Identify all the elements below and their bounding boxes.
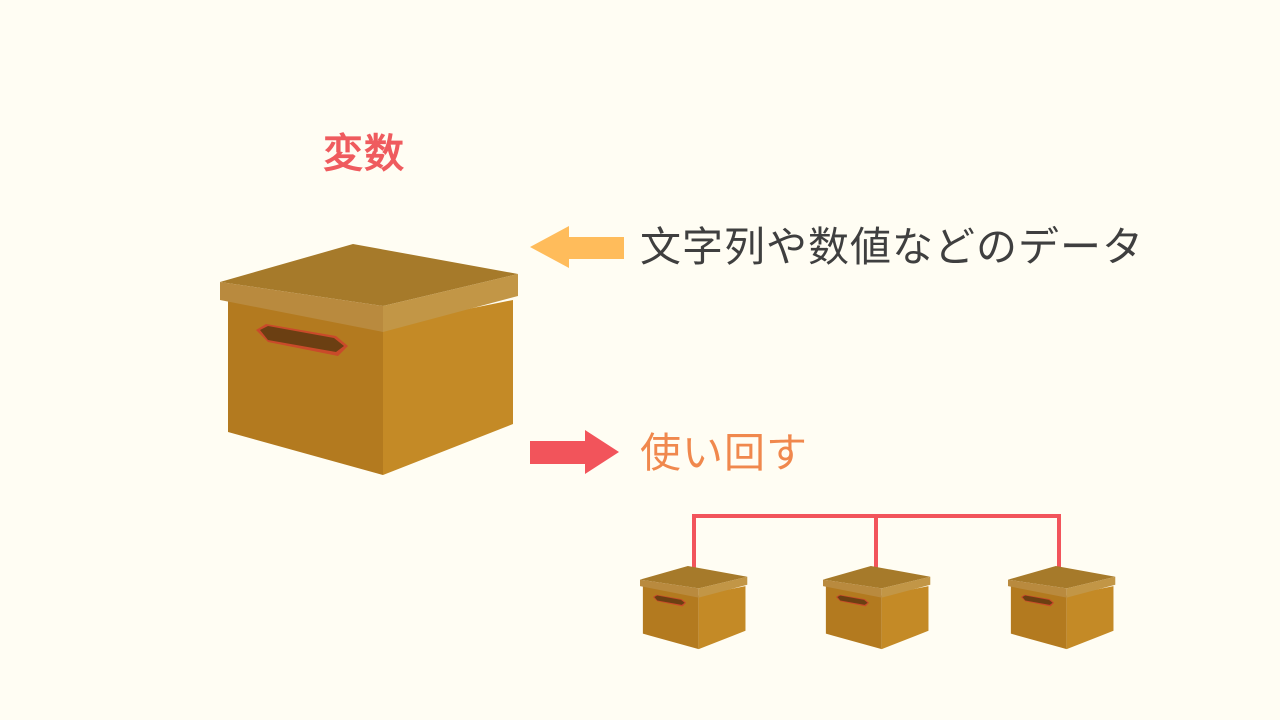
arrow-right-icon (530, 430, 619, 474)
arrow-left-icon (530, 226, 624, 268)
copy-box-1-icon (640, 566, 747, 649)
variable-title: 変数 (323, 134, 405, 174)
copy-box-3-icon (1008, 566, 1115, 649)
main-box-icon (220, 244, 518, 475)
copy-box-2-icon (823, 566, 930, 649)
data-description-label: 文字列や数値などのデータ (640, 227, 1144, 268)
reuse-label: 使い回す (640, 433, 808, 474)
